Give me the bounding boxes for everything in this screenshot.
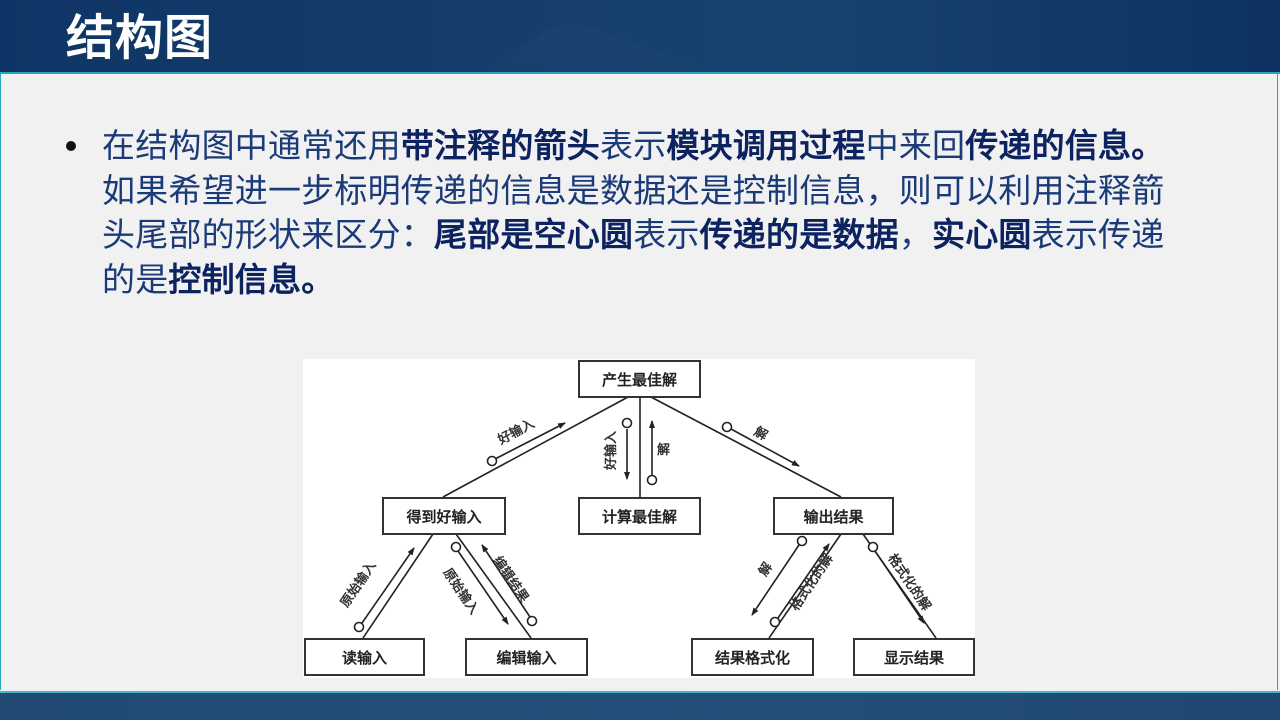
node-output: 输出结果 (773, 497, 894, 535)
slide-title: 结构图 (66, 10, 214, 66)
label-good-input-down: 好输入 (604, 430, 620, 471)
bullet-text: 在结构图中通常还用带注释的箭头表示模块调用过程中来回传递的信息。如果希望进一步标… (102, 124, 1196, 302)
header-decoration (380, 22, 1140, 73)
header-divider (0, 72, 1280, 74)
node-get-input: 得到好输入 (382, 497, 506, 535)
node-show-result: 显示结果 (853, 638, 975, 676)
node-root: 产生最佳解 (578, 360, 701, 398)
node-compute: 计算最佳解 (578, 497, 701, 535)
bullet-dot-icon (66, 141, 76, 151)
text-segment: 表示 (633, 215, 700, 254)
slide-header: 结构图 (0, 0, 1280, 73)
text-segment: 中来回 (865, 126, 966, 165)
node-format-result: 结果格式化 (691, 638, 814, 676)
label-solution-up: 解 (657, 443, 671, 458)
node-read-input: 读输入 (304, 638, 425, 676)
structure-diagram: 产生最佳解 得到好输入 计算最佳解 输出结果 读输入 编辑输入 结果格式化 显示… (303, 359, 975, 678)
text-segment: 表示传递的是 (102, 215, 1165, 299)
bullet-item: 在结构图中通常还用带注释的箭头表示模块调用过程中来回传递的信息。如果希望进一步标… (66, 124, 1196, 302)
bold-segment: 尾部是空心圆 (434, 215, 634, 254)
diagram-connectors (353, 396, 937, 639)
bold-segment: 模块调用过程 (666, 126, 866, 165)
text-segment: 在结构图中通常还用 (102, 126, 401, 165)
text-segment: 如果希望进一步标明传递的信息是数据还是控制信息，则可以利用注释箭头尾部的形状来区… (102, 170, 1165, 255)
bold-segment: 传递的信息。 (965, 126, 1165, 165)
bold-segment: 传递的是数据 (699, 215, 899, 254)
text-segment: 表示 (600, 126, 667, 165)
bold-segment: 实心圆 (932, 215, 1032, 254)
node-edit-input: 编辑输入 (465, 638, 588, 676)
slide-footer (0, 691, 1280, 720)
bold-segment: 控制信息。 (168, 259, 335, 299)
bold-segment: 带注释的箭头 (400, 126, 601, 165)
text-segment: ， (898, 215, 933, 254)
